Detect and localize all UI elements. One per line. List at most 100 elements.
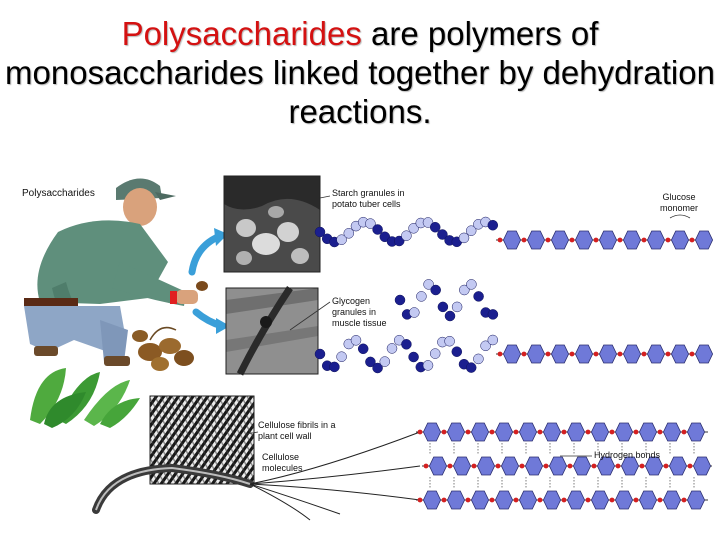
cellulose-1-ring	[686, 422, 706, 442]
cellulose-1-oxygen	[465, 429, 471, 435]
cellulose-2-ring	[644, 456, 664, 476]
glycogen-lower-bead	[379, 356, 391, 367]
cellulose-3-oxygen	[441, 497, 447, 503]
starch-ring	[598, 230, 618, 250]
cellulose-1-oxygen	[537, 429, 543, 435]
cellulose-3-ring	[566, 490, 586, 510]
starch-bead	[408, 223, 419, 234]
glycogen-oxygen	[665, 351, 671, 357]
cellulose-2-oxygen	[519, 463, 525, 469]
starch-bead	[314, 226, 326, 238]
glucose-monomer-label: Glucose monomer	[659, 192, 698, 213]
cellulose-2-oxygen	[423, 463, 429, 469]
cellulose-3-oxygen	[585, 497, 591, 503]
farmer-illustration	[24, 178, 208, 428]
starch-bead	[401, 230, 412, 241]
glycogen-oxygen	[593, 351, 599, 357]
starch-ring	[670, 230, 690, 250]
starch-oxygen	[593, 237, 599, 243]
glycogen-upper-bead	[416, 291, 427, 302]
cellulose-2-ring	[500, 456, 520, 476]
starch-bead	[372, 224, 383, 235]
glycogen-lower-bead	[451, 346, 463, 357]
glycogen-ring	[526, 344, 546, 364]
starch-micrograph	[223, 175, 321, 273]
cellulose-3-oxygen	[609, 497, 615, 503]
glycogen-lower-bead	[336, 351, 347, 362]
cellulose-molecules-label: Cellulose molecules	[262, 452, 303, 473]
cellulose-2-oxygen	[495, 463, 501, 469]
pointer-arrows	[188, 232, 226, 330]
cellulose-2-ring	[596, 456, 616, 476]
cellulose-3-ring	[422, 490, 442, 510]
glycogen-oxygen	[617, 351, 623, 357]
cellulose-1-oxygen	[561, 429, 567, 435]
cellulose-3-ring	[470, 490, 490, 510]
cellulose-2-oxygen	[543, 463, 549, 469]
glycogen-lower-bead	[429, 348, 441, 359]
starch-bead	[393, 235, 405, 247]
glycogen-ring	[550, 344, 570, 364]
cellulose-3-oxygen	[537, 497, 543, 503]
starch-oxygen	[497, 237, 503, 243]
cellulose-3-ring	[446, 490, 466, 510]
cellulose-3-oxygen	[417, 497, 423, 503]
glycogen-upper-bead	[473, 291, 484, 302]
slide-title: Polysaccharides are polymers of monosacc…	[0, 14, 720, 131]
starch-oxygen	[689, 237, 695, 243]
cellulose-1-oxygen	[441, 429, 447, 435]
starch-bead	[343, 228, 355, 239]
starch-ring	[574, 230, 594, 250]
glycogen-lower-bead	[372, 362, 383, 374]
cellulose-1-oxygen	[417, 429, 423, 435]
cellulose-2-oxygen	[471, 463, 477, 469]
starch-ring	[622, 230, 642, 250]
glycogen-ring	[598, 344, 618, 364]
cellulose-2-oxygen	[687, 463, 693, 469]
starch-ring	[502, 230, 522, 250]
glycogen-lower-bead	[473, 353, 484, 365]
cellulose-3-ring	[518, 490, 538, 510]
cellulose-fibrils-label: Cellulose fibrils in a plant cell wall	[258, 420, 336, 441]
glycogen-ring	[502, 344, 522, 364]
glycogen-oxygen	[521, 351, 527, 357]
cellulose-1-ring	[494, 422, 514, 442]
cellulose-2-ring	[452, 456, 472, 476]
cellulose-1-ring	[542, 422, 562, 442]
cellulose-1-oxygen	[489, 429, 495, 435]
glycogen-lower-bead	[314, 348, 326, 360]
cellulose-1-oxygen	[681, 429, 687, 435]
cellulose-1-oxygen	[633, 429, 639, 435]
cellulose-1-ring	[566, 422, 586, 442]
starch-oxygen	[641, 237, 647, 243]
glycogen-ring	[694, 344, 714, 364]
cellulose-3-ring	[662, 490, 682, 510]
glycogen-ring	[646, 344, 666, 364]
starch-ring	[694, 230, 714, 250]
cellulose-1-ring	[662, 422, 682, 442]
starch-bead	[365, 218, 376, 229]
glycogen-lower-bead	[465, 362, 477, 373]
cellulose-2-ring	[548, 456, 568, 476]
cellulose-1-oxygen	[513, 429, 519, 435]
glycogen-upper-bead	[459, 284, 470, 296]
figure-heading: Polysaccharides	[22, 188, 95, 199]
title-highlight: Polysaccharides	[121, 15, 362, 52]
cellulose-3-oxygen	[513, 497, 519, 503]
starch-ring	[550, 230, 570, 250]
cellulose-2-oxygen	[663, 463, 669, 469]
glycogen-lower-bead	[401, 339, 412, 350]
starch-bead	[437, 229, 448, 240]
glycogen-oxygen	[497, 351, 503, 357]
glycogen-lower-bead	[408, 351, 419, 363]
glycogen-lower-bead	[357, 343, 369, 355]
cellulose-3-ring	[638, 490, 658, 510]
cellulose-2-ring	[428, 456, 448, 476]
cellulose-1-ring	[422, 422, 442, 442]
starch-oxygen	[665, 237, 671, 243]
cellulose-3-oxygen	[681, 497, 687, 503]
cellulose-3-oxygen	[657, 497, 663, 503]
glycogen-ring	[622, 344, 642, 364]
cellulose-2-ring	[620, 456, 640, 476]
